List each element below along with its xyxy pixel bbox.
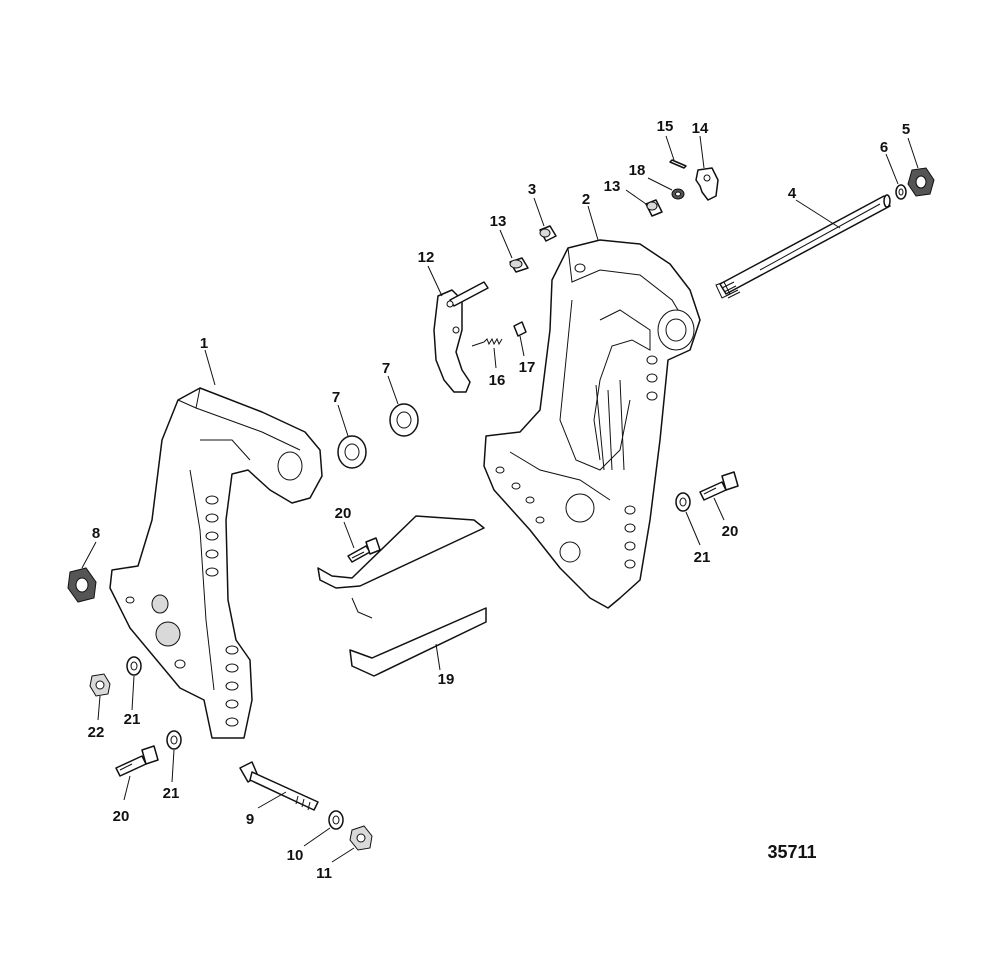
nut-22 <box>89 673 111 697</box>
washer-7-right <box>389 403 419 437</box>
leader-lines <box>81 135 919 863</box>
bolt-9 <box>239 761 319 811</box>
label-part-15: 15 <box>657 118 674 135</box>
label-part-13-upper: 13 <box>604 178 621 195</box>
label-part-2: 2 <box>582 191 590 208</box>
callout-labels: 1 2 3 4 5 6 7 7 8 9 10 11 12 13 13 14 15… <box>88 118 911 882</box>
washer-21-left-upper <box>126 656 142 676</box>
nut-18 <box>671 188 685 200</box>
label-part-14: 14 <box>692 120 709 137</box>
label-part-20-right: 20 <box>722 523 739 540</box>
label-part-12: 12 <box>418 249 435 266</box>
bolt-20-left <box>115 745 159 777</box>
label-part-16: 16 <box>489 372 506 389</box>
label-part-3: 3 <box>528 181 536 198</box>
bolt-20-right <box>699 471 739 501</box>
label-part-7-left: 7 <box>332 389 340 406</box>
pin-15 <box>669 159 687 169</box>
label-part-4: 4 <box>788 185 797 202</box>
locknut-5 <box>907 167 935 197</box>
bushing-13-upper <box>645 199 663 217</box>
label-part-6: 6 <box>880 139 888 156</box>
washer-6 <box>895 184 907 200</box>
label-part-17: 17 <box>519 359 536 376</box>
label-part-7-right: 7 <box>382 360 390 377</box>
label-part-10: 10 <box>287 847 304 864</box>
latch-plate-12 <box>433 281 489 393</box>
label-part-11: 11 <box>316 865 332 882</box>
label-part-21-left-lower: 21 <box>163 785 180 802</box>
label-part-21-right: 21 <box>694 549 711 566</box>
label-part-18: 18 <box>629 162 646 179</box>
label-part-22: 22 <box>88 724 105 741</box>
washer-21-right <box>675 492 691 512</box>
nut-11 <box>349 825 373 851</box>
left-transom-bracket <box>109 387 323 739</box>
label-part-5: 5 <box>902 121 910 138</box>
bushing-13-lower <box>509 257 529 273</box>
tilt-tube-4 <box>715 194 891 299</box>
label-part-9: 9 <box>246 811 254 828</box>
bolt-20-center <box>347 537 381 563</box>
bushing-3 <box>539 225 557 242</box>
label-part-13-lower: 13 <box>490 213 507 230</box>
washer-10 <box>328 810 344 830</box>
lever-14 <box>695 167 719 201</box>
washer-7-left <box>337 435 367 469</box>
label-part-19: 19 <box>438 671 455 688</box>
locknut-8 <box>67 567 97 603</box>
sleeve-17 <box>513 321 527 337</box>
label-part-1: 1 <box>200 335 208 352</box>
label-part-8: 8 <box>92 525 100 542</box>
label-part-20-left: 20 <box>113 808 130 825</box>
cross-brace-19 <box>317 515 487 677</box>
spring-16 <box>471 337 503 347</box>
label-part-20-center: 20 <box>335 505 352 522</box>
label-part-21-left-upper: 21 <box>124 711 141 728</box>
right-transom-bracket <box>483 239 701 609</box>
figure-number: 35711 <box>767 842 816 862</box>
washer-21-left-lower <box>166 730 182 750</box>
